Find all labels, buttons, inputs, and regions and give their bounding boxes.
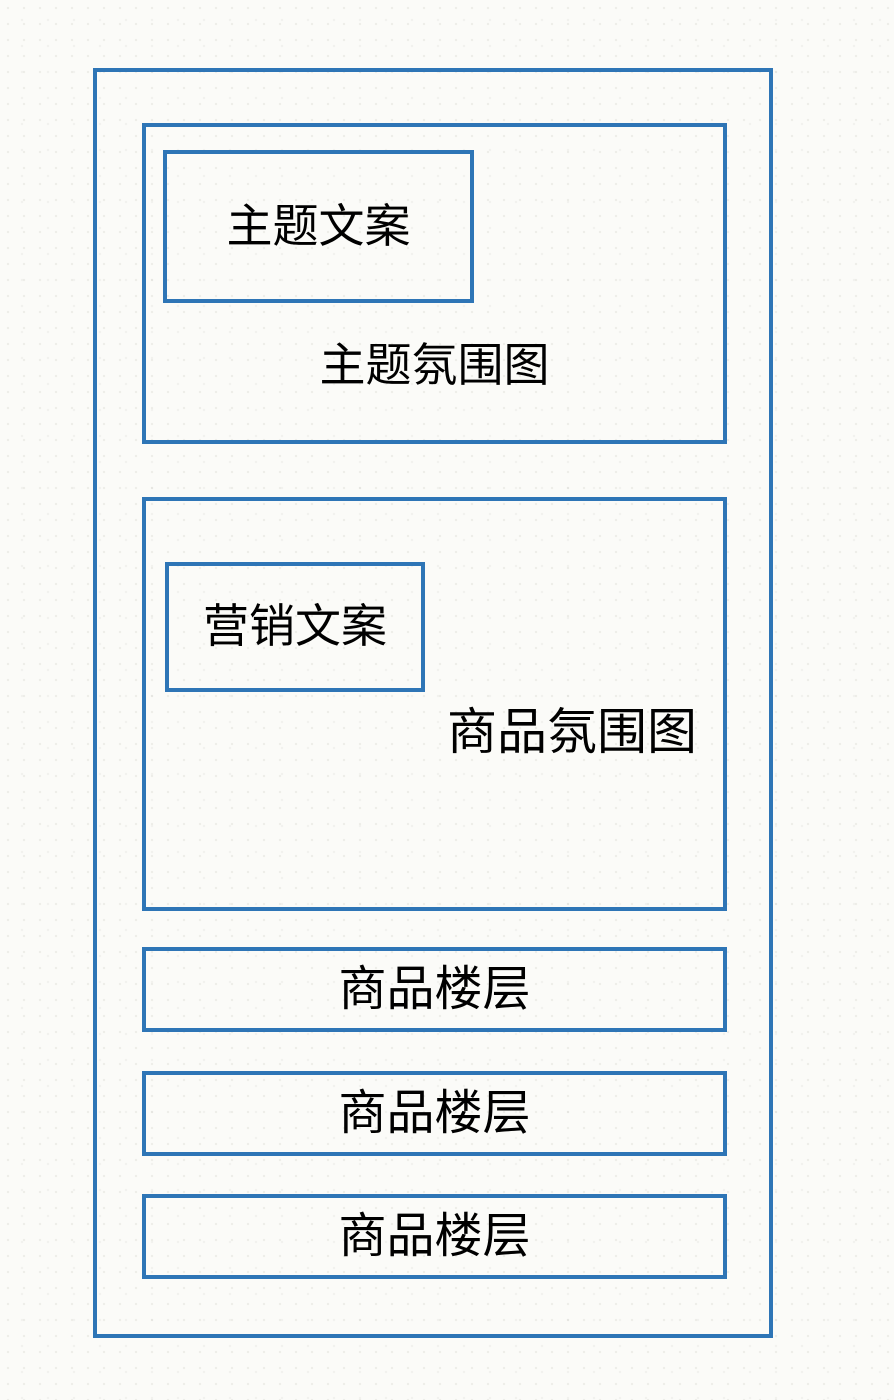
product-floor-label: 商品楼层: [338, 962, 531, 1016]
page-outline-frame: 主题文案 主题氛围图 营销文案 商品氛围图 商品楼层 商品楼层 商品楼层: [93, 68, 773, 1338]
marketing-copy-label: 营销文案: [203, 600, 387, 653]
theme-copy-label: 主题文案: [226, 199, 411, 252]
product-floor-bar: 商品楼层: [142, 1194, 727, 1279]
product-floor-bar: 商品楼层: [142, 1071, 727, 1156]
marketing-copy-box: 营销文案: [165, 562, 425, 692]
product-floor-bar: 商品楼层: [142, 947, 727, 1032]
product-floor-label: 商品楼层: [338, 1209, 531, 1263]
product-atmosphere-caption: 商品氛围图: [447, 704, 697, 760]
product-floor-label: 商品楼层: [338, 1086, 531, 1140]
theme-copy-box: 主题文案: [163, 150, 474, 303]
theme-atmosphere-caption: 主题氛围图: [319, 339, 550, 391]
theme-atmosphere-section-box: [142, 123, 727, 444]
product-atmosphere-section-box: [142, 497, 727, 911]
